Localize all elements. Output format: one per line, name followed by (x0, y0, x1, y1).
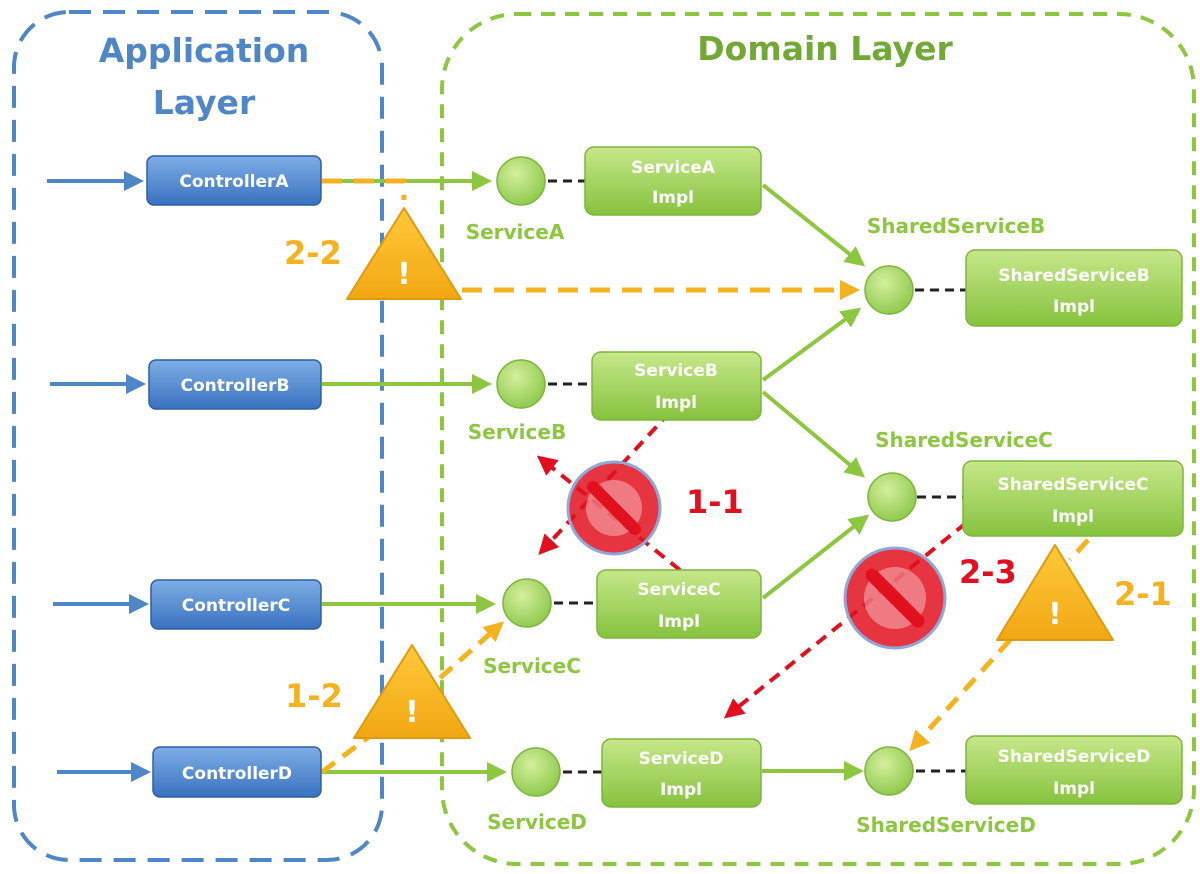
service-a-interface-label: ServiceA (466, 220, 565, 244)
label-2-1: 2-1 (1114, 575, 1172, 613)
warning-path-1-2-arrow (438, 621, 504, 680)
controller-c: ControllerC (150, 579, 322, 630)
warning-path-2-1-top (1068, 538, 1090, 562)
shared-service-b-impl: SharedServiceB Impl (965, 249, 1183, 327)
controller-b: ControllerB (148, 359, 322, 410)
service-d-impl-label-2: Impl (660, 780, 702, 800)
service-c-impl: ServiceC Impl (596, 569, 762, 639)
service-b-impl-label-1: ServiceB (634, 361, 718, 381)
service-d-interface-label: ServiceD (487, 810, 587, 834)
shared-service-c-impl: SharedServiceC Impl (962, 460, 1184, 537)
service-b-interface (496, 359, 546, 409)
warning-icon-1-2: ! (353, 644, 471, 739)
shared-service-c-interface (867, 472, 917, 522)
label-2-3: 2-3 (959, 553, 1017, 591)
controller-d-label: ControllerD (182, 764, 292, 784)
arrow-impl-b-to-shared-b (761, 307, 862, 382)
service-a-impl-label-2: Impl (652, 188, 694, 208)
application-layer-boundary (12, 10, 384, 862)
service-b-interface-label: ServiceB (468, 420, 566, 444)
service-d-impl-label-1: ServiceD (639, 749, 724, 769)
controller-d: ControllerD (152, 746, 322, 798)
service-c-impl-label-1: ServiceC (637, 580, 720, 600)
shared-service-d-interface-label: SharedServiceD (856, 813, 1036, 837)
warning-symbol-2-2: ! (397, 257, 411, 292)
service-b-impl: ServiceB Impl (591, 351, 762, 421)
warning-symbol-2-1: ! (1048, 597, 1062, 632)
application-layer-title-line2: Layer (153, 83, 256, 122)
service-d-impl: ServiceD Impl (601, 738, 762, 808)
label-2-2: 2-2 (284, 234, 342, 272)
controller-a-label: ControllerA (179, 172, 289, 192)
shared-service-b-interface (864, 265, 914, 315)
label-1-2: 1-2 (285, 677, 343, 715)
service-a-impl-label-1: ServiceA (631, 158, 716, 178)
service-a-interface (496, 156, 546, 206)
service-c-interface (502, 578, 552, 628)
arrow-impl-a-to-shared-b (761, 183, 866, 267)
label-1-1: 1-1 (686, 483, 744, 521)
shared-service-b-interface-label: SharedServiceB (867, 214, 1045, 238)
warning-path-2-2-top (322, 178, 407, 200)
service-d-interface (511, 747, 561, 797)
service-c-impl-label-2: Impl (658, 612, 700, 632)
shared-service-d-interface (864, 746, 914, 796)
forbidden-icon-1-1 (566, 460, 662, 556)
shared-service-c-impl-label-1: SharedServiceC (997, 475, 1148, 495)
service-c-interface-label: ServiceC (483, 654, 581, 678)
service-b-impl-label-2: Impl (655, 393, 697, 413)
shared-service-d-impl: SharedServiceD Impl (965, 735, 1183, 805)
controller-b-label: ControllerB (181, 376, 290, 396)
forbidden-icon-2-3 (843, 546, 947, 650)
domain-layer-boundary (440, 12, 1196, 866)
warning-symbol-1-2: ! (405, 695, 419, 730)
controller-c-label: ControllerC (182, 596, 291, 616)
arrow-impl-c-to-shared-c (761, 514, 870, 600)
domain-layer-title: Domain Layer (697, 29, 953, 68)
forbidden-path-1-1-b-to-c (538, 410, 672, 555)
warning-path-2-1-arrow (909, 638, 1012, 751)
shared-service-c-interface-label: SharedServiceC (875, 428, 1053, 452)
shared-service-d-impl-label-2: Impl (1053, 779, 1095, 799)
shared-service-b-impl-label-1: SharedServiceB (998, 266, 1150, 286)
shared-service-b-impl-label-2: Impl (1053, 297, 1095, 317)
warning-icon-2-2: ! (346, 207, 462, 300)
warning-icon-2-1: ! (996, 544, 1114, 641)
controller-a: ControllerA (146, 155, 322, 206)
shared-service-d-impl-label-1: SharedServiceD (998, 747, 1151, 767)
service-a-impl: ServiceA Impl (584, 146, 762, 216)
application-layer-title: Application (99, 31, 310, 70)
arrow-impl-b-to-shared-c (761, 390, 866, 478)
shared-service-c-impl-label-2: Impl (1052, 507, 1094, 527)
forbidden-path-2-3 (723, 521, 968, 719)
